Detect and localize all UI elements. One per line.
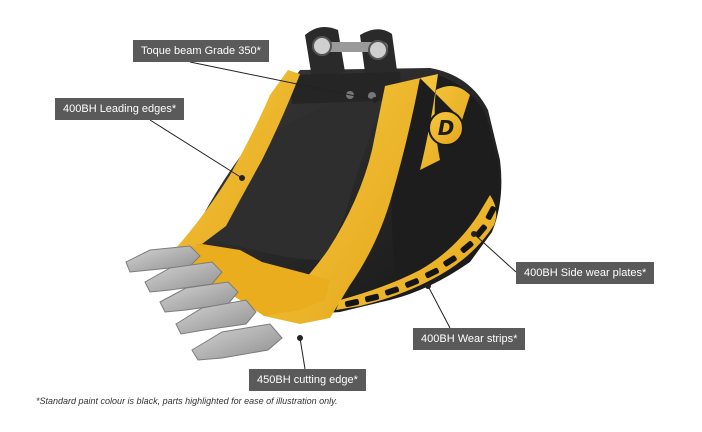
leader-torque: [189, 61, 376, 101]
tooth-1: [125, 245, 201, 273]
teeth: [125, 245, 283, 361]
callout-cutting-edge: 450BH cutting edge*: [249, 369, 366, 391]
leader-leading: [149, 119, 243, 179]
callout-side-wear-plates: 400BH Side wear plates*: [516, 262, 655, 284]
tooth-5: [191, 323, 283, 361]
side-wear-plate: [420, 74, 470, 170]
leader-strips: [427, 285, 451, 329]
hitch-bracket: [290, 26, 402, 104]
leading-edge-right: [264, 78, 420, 324]
tooth-4: [175, 299, 257, 335]
tooth-2: [144, 261, 223, 293]
footnote: *Standard paint colour is black, parts h…: [36, 396, 338, 406]
wear-strips: [344, 206, 497, 308]
leader-lines: [149, 61, 517, 370]
callout-leading-edges: 400BH Leading edges*: [55, 98, 185, 120]
brand-letter: D: [438, 116, 455, 140]
callout-torque-beam: Toque beam Grade 350*: [133, 40, 269, 62]
cutting-edge: [175, 244, 330, 316]
leader-cutting: [299, 337, 306, 370]
brand-badge: D: [428, 110, 464, 146]
callout-wear-strips: 400BH Wear strips*: [413, 328, 526, 350]
leading-edge-left: [176, 70, 300, 248]
leader-side: [473, 233, 517, 273]
